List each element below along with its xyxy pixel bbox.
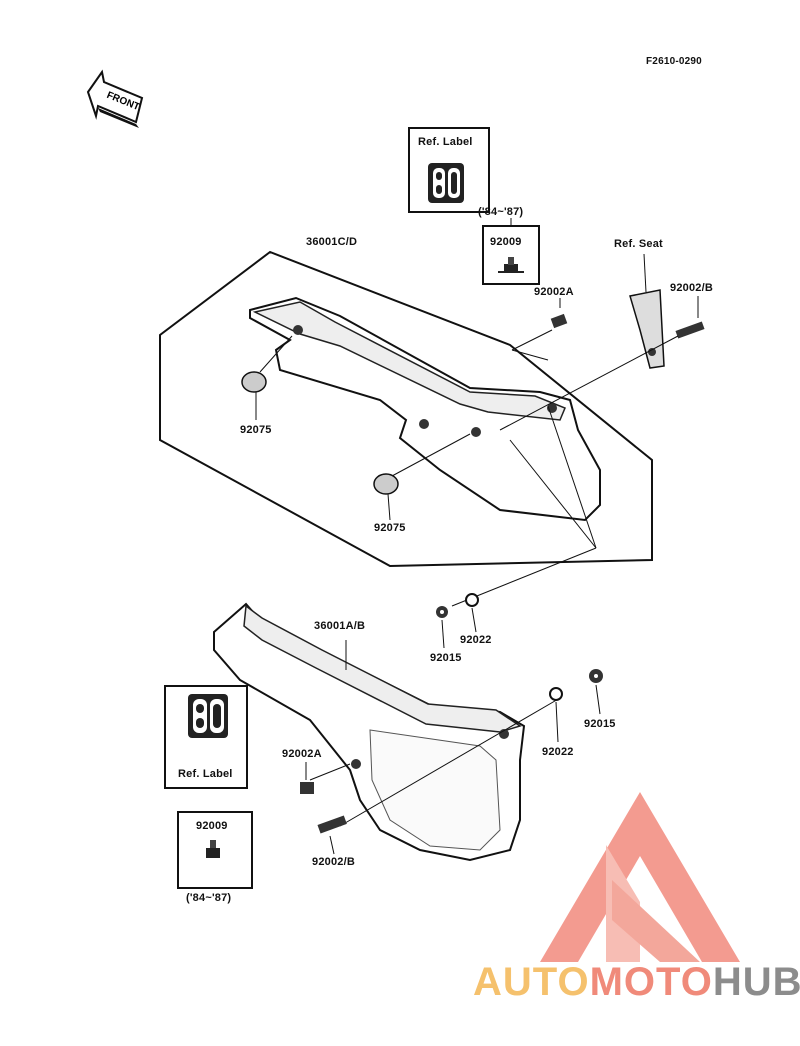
nut-washer-lower-icon: [549, 669, 603, 701]
bolt-b-upper: 92002/B: [670, 282, 713, 294]
seat-bracket: [629, 289, 665, 369]
watermark-logo: [540, 792, 740, 962]
grommet-1: 92075: [240, 424, 272, 436]
clip-part-lower: 92009: [196, 820, 228, 832]
side-cover-upper: [249, 296, 601, 522]
watermark-part2: MOTO: [589, 960, 713, 1004]
ref-seat: Ref. Seat: [614, 238, 663, 250]
nut-washer-icon: [436, 593, 479, 618]
washer-upper: 92022: [460, 634, 492, 646]
nut-lower: 92015: [584, 718, 616, 730]
nut-upper: 92015: [430, 652, 462, 664]
clip-part-top: 92009: [490, 236, 522, 248]
year-note-top: ('84~'87): [478, 206, 524, 218]
clip-icon: [498, 257, 524, 273]
bolt-a-upper: 92002A: [534, 286, 574, 298]
watermark-text: AUTOMOTOHUB: [473, 960, 800, 1005]
ref-label-top: Ref. Label: [418, 136, 473, 148]
figure-code: F2610-0290: [646, 56, 702, 67]
cover-part-upper: 36001C/D: [306, 236, 358, 248]
front-arrow-icon: FRONT: [86, 69, 144, 128]
washer-lower: 92022: [542, 746, 574, 758]
grommet-icon: [241, 371, 399, 495]
bolt-a-lower: 92002A: [282, 748, 322, 760]
watermark-part1: AUTO: [473, 960, 590, 1004]
grommet-2: 92075: [374, 522, 406, 534]
cover-part-lower: 36001A/B: [314, 620, 366, 632]
upper-group-outline: [159, 250, 653, 568]
bolt-b-lower: 92002/B: [312, 856, 355, 868]
bolt-lower-icon: [300, 782, 347, 834]
number-plate-lower-icon: [188, 694, 228, 738]
ref-label-lower: Ref. Label: [178, 768, 233, 780]
side-cover-lower: [213, 602, 526, 862]
bolt-icon: [550, 313, 705, 339]
year-note-lower: ('84~'87): [186, 892, 232, 904]
clip-box-top: [482, 225, 540, 285]
watermark-part3: HUB: [712, 960, 800, 1004]
clip-lower-icon: [206, 840, 220, 858]
number-plate-icon: [428, 163, 464, 203]
